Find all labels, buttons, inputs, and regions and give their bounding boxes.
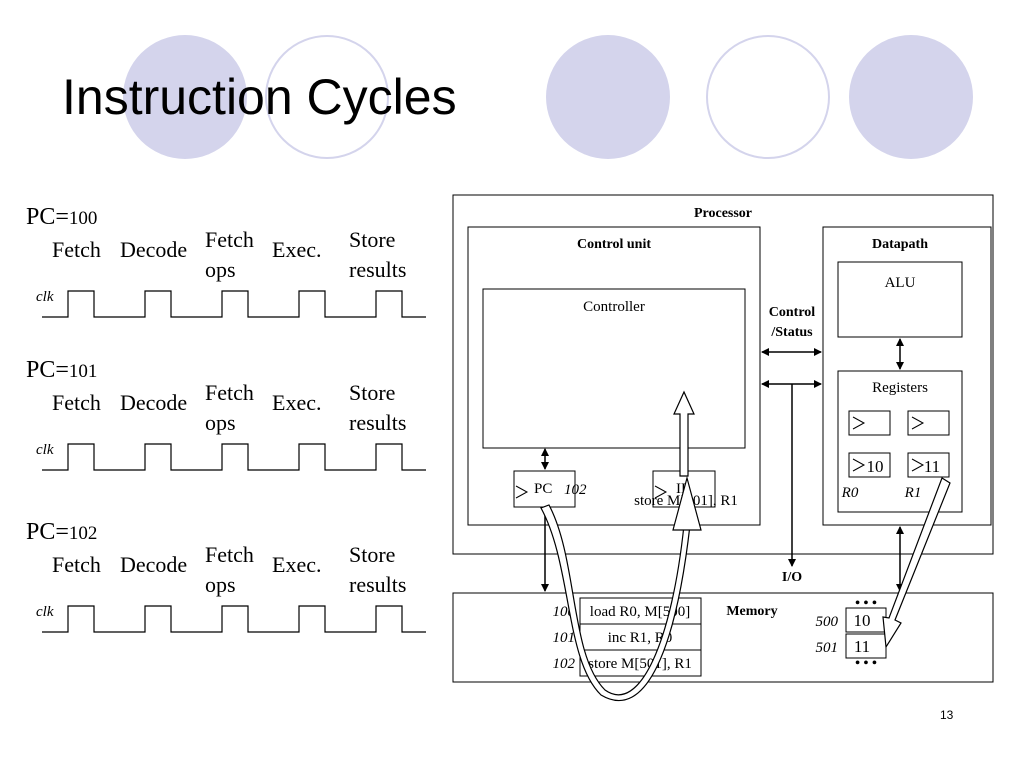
register-r0-name: R0 <box>841 485 859 501</box>
fetch-path-arrowhead <box>672 475 702 531</box>
clock-triangle-icon <box>852 416 866 430</box>
io-label: I/O <box>782 570 802 585</box>
clock-waveform <box>42 605 426 633</box>
ellipsis-top: • • • <box>855 596 877 611</box>
memory-label: Memory <box>726 604 777 619</box>
pc-number: 101 <box>68 361 98 382</box>
pc-register-label: PC <box>534 481 552 497</box>
register-r0-value: 10 <box>867 457 884 476</box>
memory-box <box>452 592 994 683</box>
phase-label: Fetch <box>52 237 101 262</box>
phase-label: Exec. <box>272 237 322 262</box>
program-memory-instruction: store M[501], R1 <box>588 656 692 672</box>
control-unit-label: Control unit <box>577 237 651 252</box>
store-path-arrow <box>882 477 951 649</box>
clk-label: clk <box>36 289 54 305</box>
data-memory-address: 501 <box>816 640 839 656</box>
alu-box <box>837 261 963 338</box>
phase-label: Exec. <box>272 390 322 415</box>
phase-label: Fetch <box>52 552 101 577</box>
decor-circle <box>123 35 247 159</box>
pc-number: 100 <box>68 208 98 229</box>
phase-label: Store results <box>349 380 407 435</box>
controller-box <box>482 288 746 449</box>
data-memory-value: 10 <box>854 611 871 630</box>
processor-label: Processor <box>694 206 752 221</box>
pc-value-label: PC=102 <box>26 518 97 548</box>
phase-label: Fetch ops <box>205 380 254 435</box>
phase-label: Fetch <box>52 390 101 415</box>
decor-circle <box>265 35 389 159</box>
register-r1 <box>907 452 950 478</box>
pc-value-label: PC=101 <box>26 356 97 386</box>
phase-label: Fetch ops <box>205 227 254 282</box>
decor-circle <box>849 35 973 159</box>
register-r1-value: 11 <box>924 457 940 476</box>
clk-label: clk <box>36 442 54 458</box>
controller-label: Controller <box>583 299 645 315</box>
phase-label: Decode <box>120 390 188 415</box>
clk-label: clk <box>36 604 54 620</box>
registers-box <box>837 370 963 513</box>
phase-label: Exec. <box>272 552 322 577</box>
control-unit-box <box>467 226 761 526</box>
program-memory-address: 102 <box>553 656 576 672</box>
data-memory-value: 11 <box>854 637 870 656</box>
decor-circle <box>546 35 670 159</box>
clock-triangle-icon <box>654 485 668 499</box>
program-memory-address: 101 <box>553 630 576 646</box>
pc-label: PC= <box>26 357 69 383</box>
register-r0 <box>848 452 891 478</box>
pc-number: 102 <box>68 523 98 544</box>
decor-circle <box>706 35 830 159</box>
control-status-label-1: Control <box>769 305 816 320</box>
datapath-box <box>822 226 992 526</box>
pc-label: PC= <box>26 519 69 545</box>
clock-triangle-icon <box>852 458 866 472</box>
register-cell <box>907 410 950 436</box>
register-cell <box>848 410 891 436</box>
fetch-arrow <box>673 390 695 477</box>
datapath-label: Datapath <box>872 237 928 252</box>
clock-triangle-icon <box>911 458 925 472</box>
data-memory-address: 500 <box>816 614 839 630</box>
phase-label: Fetch ops <box>205 542 254 597</box>
slide-title: Instruction Cycles <box>62 69 457 125</box>
program-memory-instruction: inc R1, R0 <box>608 630 673 646</box>
clock-waveform <box>42 443 426 471</box>
clock-triangle-icon <box>515 485 529 499</box>
phase-label: Store results <box>349 227 407 282</box>
control-status-label-2: /Status <box>770 325 813 340</box>
register-r1-name: R1 <box>904 485 922 501</box>
phase-label: Decode <box>120 552 188 577</box>
registers-label: Registers <box>872 380 928 396</box>
alu-label: ALU <box>885 275 916 291</box>
program-memory-row <box>579 649 702 677</box>
clock-triangle-icon <box>911 416 925 430</box>
phase-label: Store results <box>349 542 407 597</box>
ellipsis-bottom: • • • <box>855 656 877 671</box>
pc-register-value: 102 <box>564 482 587 498</box>
program-memory-instruction: load R0, M[500] <box>590 604 690 620</box>
slide-number: 13 <box>940 708 954 722</box>
phase-label: Decode <box>120 237 188 262</box>
pc-value-label: PC=100 <box>26 203 97 233</box>
pc-label: PC= <box>26 204 69 230</box>
clock-waveform <box>42 290 426 318</box>
processor-box <box>452 194 994 555</box>
